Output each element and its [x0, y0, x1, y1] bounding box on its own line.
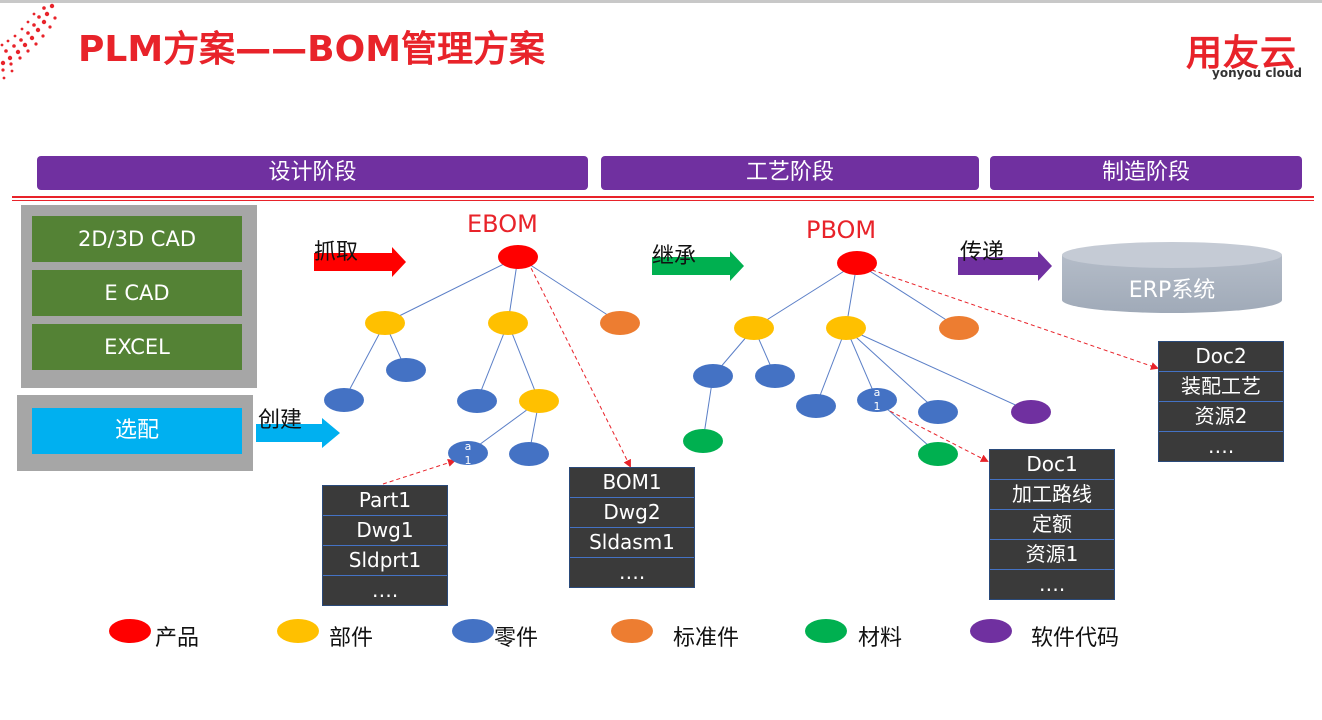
table-row: 资源1	[990, 540, 1114, 570]
table-row: 资源2	[1159, 402, 1283, 432]
legend-material-swatch	[805, 619, 847, 643]
phase-design: 设计阶段	[37, 156, 588, 190]
legend-component-swatch	[277, 619, 319, 643]
dotted-arc-decoration	[0, 3, 57, 80]
ebom-component-node	[488, 311, 528, 335]
table-row: Sldprt1	[323, 546, 447, 576]
ebom-product-node	[498, 245, 538, 269]
erp-system-label: ERP系统	[1128, 278, 1216, 303]
legend-standard-label: 标准件	[673, 626, 740, 651]
table-row: Doc1	[990, 450, 1114, 480]
pbom-material-node	[918, 442, 958, 466]
ebom-component-node	[365, 311, 405, 335]
source-excel: EXCEL	[32, 324, 242, 370]
pbom-standard-node	[939, 316, 979, 340]
pbom-node-label-a: a	[874, 386, 881, 399]
table-row: Sldasm1	[570, 528, 694, 558]
pbom-part-node	[755, 364, 795, 388]
ebom-component-node	[519, 389, 559, 413]
legend-component-label: 部件	[329, 626, 374, 651]
ebom-standard-node	[600, 311, 640, 335]
legend-part-swatch	[452, 619, 494, 643]
pbom-part-node-a1	[857, 388, 897, 412]
table-row: 装配工艺	[1159, 372, 1283, 402]
ebom-node-label-a: a	[465, 440, 472, 453]
ebom-part-node	[509, 442, 549, 466]
table-row: ….	[618, 560, 646, 584]
pbom-component-node	[734, 316, 774, 340]
table-row: 加工路线	[990, 480, 1114, 510]
pbom-part-node	[918, 400, 958, 424]
source-ecad: E CAD	[32, 270, 242, 316]
ebom-part-node	[457, 389, 497, 413]
table-row: Part1	[323, 486, 447, 516]
table-row: 定额	[990, 510, 1114, 540]
page-title: PLM方案——BOM管理方案	[78, 29, 546, 70]
ebom-label: EBOM	[467, 210, 538, 238]
create-label: 创建	[258, 408, 303, 433]
table-row: BOM1	[570, 468, 694, 498]
pbom-node-label-1: 1	[874, 400, 881, 413]
grab-arrow	[314, 247, 406, 277]
inherit-label: 继承	[652, 244, 697, 269]
divider-line-thin	[12, 200, 1314, 201]
table-row: ….	[371, 578, 399, 602]
ebom-part-node	[324, 388, 364, 412]
pbom-part-node	[693, 364, 733, 388]
phase-process: 工艺阶段	[601, 156, 979, 190]
table-row: Dwg2	[570, 498, 694, 528]
grab-label: 抓取	[314, 240, 359, 265]
bom-doc-table: BOM1 Dwg2 Sldasm1 ….	[569, 467, 695, 588]
phase-manufacture: 制造阶段	[990, 156, 1302, 190]
legend-standard-swatch	[611, 619, 653, 643]
deliver-arrow	[958, 251, 1052, 281]
inherit-arrow	[652, 251, 744, 281]
pbom-component-node	[826, 316, 866, 340]
legend-material-label: 材料	[858, 626, 903, 651]
source-2d3d-cad: 2D/3D CAD	[32, 216, 242, 262]
legend-product-label: 产品	[155, 626, 200, 651]
ebom-part-node-a1	[448, 441, 488, 465]
top-border	[0, 0, 1322, 3]
legend-software-swatch	[970, 619, 1012, 643]
create-arrow	[256, 418, 340, 448]
brand-logo: 用友云	[1186, 33, 1298, 74]
ebom-node-label-1: 1	[465, 454, 472, 467]
part-doc-table: Part1 Dwg1 Sldprt1 ….	[322, 485, 448, 606]
table-row: ….	[1207, 434, 1235, 458]
deliver-label: 传递	[960, 240, 1005, 265]
pbom-material-node	[683, 429, 723, 453]
pbom-label: PBOM	[806, 216, 877, 244]
doc1-table: Doc1 加工路线 定额 资源1 ….	[989, 449, 1115, 600]
erp-database-icon	[1062, 242, 1282, 313]
legend-software-label: 软件代码	[1031, 626, 1120, 651]
legend-product-swatch	[109, 619, 151, 643]
pbom-part-node	[796, 394, 836, 418]
table-row: Doc2	[1159, 342, 1283, 372]
brand-logo-subtitle: yonyou cloud	[1212, 66, 1302, 80]
divider-line	[12, 196, 1314, 198]
table-row: ….	[1038, 572, 1066, 596]
ebom-part-node	[386, 358, 426, 382]
legend-part-label: 零件	[494, 626, 539, 651]
pbom-product-node	[837, 251, 877, 275]
doc2-table: Doc2 装配工艺 资源2 ….	[1158, 341, 1284, 462]
pbom-software-node	[1011, 400, 1051, 424]
table-row: Dwg1	[323, 516, 447, 546]
option-config: 选配	[32, 408, 242, 454]
